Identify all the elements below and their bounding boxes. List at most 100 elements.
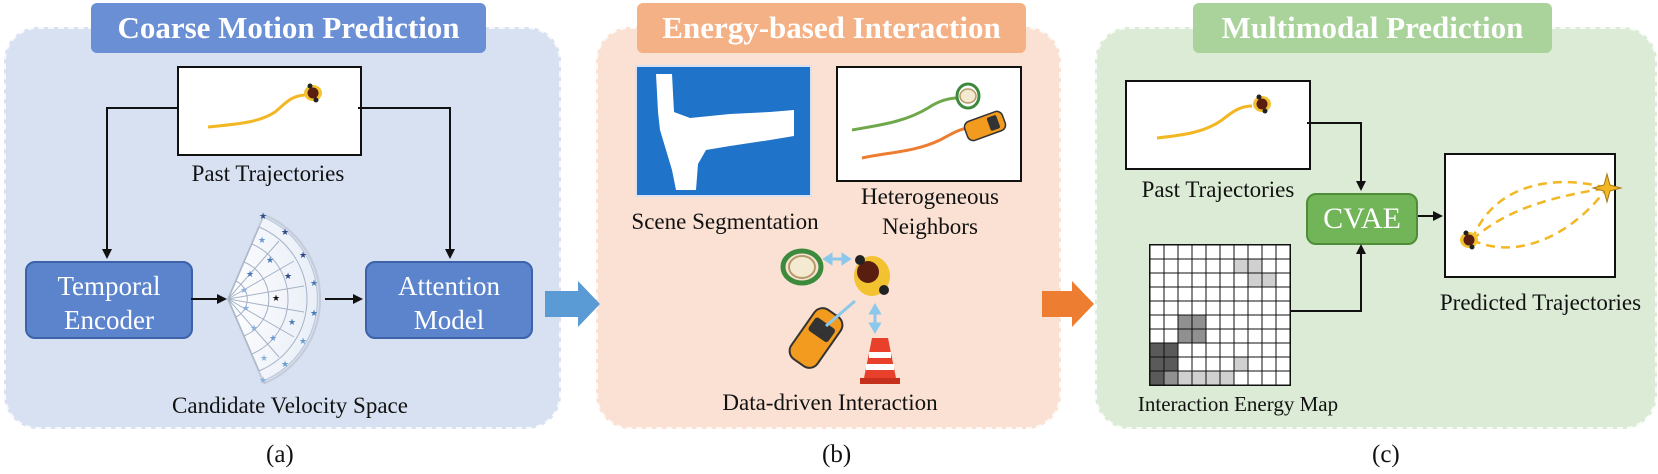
- title-coarse-motion: Coarse Motion Prediction: [91, 3, 486, 53]
- past-trajectories-label-c: Past Trajectories: [1141, 177, 1295, 202]
- temporal-encoder-line2: Encoder: [64, 305, 154, 335]
- energy-cell: [1219, 300, 1235, 316]
- energy-cell: [1205, 342, 1221, 358]
- energy-cell: [1275, 314, 1291, 330]
- energy-cell: [1275, 286, 1291, 302]
- attention-model-line2: Model: [413, 305, 485, 335]
- energy-cell: [1163, 244, 1179, 260]
- energy-cell: [1149, 328, 1165, 344]
- interaction-illustration: [780, 248, 900, 384]
- title-energy-interaction: Energy-based Interaction: [637, 3, 1026, 53]
- energy-cell: [1205, 356, 1221, 372]
- heterogeneous-label: Heterogeneous Neighbors: [840, 182, 1020, 242]
- attention-model-line1: Attention: [398, 271, 500, 301]
- energy-cell: [1233, 244, 1249, 260]
- svg-text:★: ★: [281, 359, 289, 369]
- energy-cell: [1177, 300, 1193, 316]
- energy-cell: [1191, 342, 1207, 358]
- energy-cell: [1261, 314, 1277, 330]
- energy-cell: [1261, 286, 1277, 302]
- energy-cell: [1191, 286, 1207, 302]
- energy-cell: [1163, 314, 1179, 330]
- energy-cell: [1191, 272, 1207, 288]
- temporal-encoder-box: Temporal Encoder: [25, 261, 193, 339]
- arrow-b-to-c: [1042, 281, 1094, 327]
- svg-text:★: ★: [250, 323, 258, 333]
- car-icon-small: [963, 110, 1007, 142]
- data-driven-label: Data-driven Interaction: [722, 390, 938, 415]
- energy-cell: [1247, 356, 1263, 372]
- energy-cell: [1219, 314, 1235, 330]
- predicted-trajectories-label: Predicted Trajectories: [1439, 290, 1642, 315]
- energy-cell: [1191, 328, 1207, 344]
- energy-cell: [1261, 258, 1277, 274]
- svg-text:★: ★: [266, 255, 274, 265]
- energy-cell: [1177, 314, 1193, 330]
- energy-cell: [1177, 244, 1193, 260]
- energy-cell: [1177, 286, 1193, 302]
- energy-cell: [1149, 244, 1165, 260]
- energy-cell: [1247, 314, 1263, 330]
- title-multimodal: Multimodal Prediction: [1193, 3, 1552, 53]
- energy-cell: [1191, 244, 1207, 260]
- neighbors-image: [851, 82, 1007, 160]
- energy-cell: [1205, 314, 1221, 330]
- energy-cell: [1233, 342, 1249, 358]
- candidate-velocity-label: Candidate Velocity Space: [172, 393, 408, 418]
- energy-cell: [1191, 356, 1207, 372]
- svg-text:★: ★: [269, 333, 277, 343]
- predicted-paths: [1460, 172, 1623, 250]
- energy-cell: [1261, 342, 1277, 358]
- scene-segmentation-image: [635, 65, 812, 197]
- energy-cell: [1163, 286, 1179, 302]
- energy-cell: [1177, 342, 1193, 358]
- energy-cell: [1275, 356, 1291, 372]
- predicted-frame: [1444, 153, 1616, 278]
- trajectory-a: [207, 93, 306, 129]
- energy-cell: [1149, 258, 1165, 274]
- energy-cell: [1177, 328, 1193, 344]
- energy-cell: [1247, 244, 1263, 260]
- caption-a: (a): [266, 441, 294, 468]
- energy-cell: [1261, 328, 1277, 344]
- energy-cell: [1275, 370, 1291, 386]
- svg-text:★: ★: [246, 269, 254, 279]
- energy-cell: [1149, 300, 1165, 316]
- energy-cell: [1177, 258, 1193, 274]
- energy-cell: [1247, 286, 1263, 302]
- arrow-past-to-cvae: [1307, 122, 1366, 191]
- energy-cell: [1247, 272, 1263, 288]
- pedestrian-icon-large: [854, 255, 890, 296]
- attention-model-box: Attention Model: [365, 261, 533, 339]
- energy-cell: [1261, 300, 1277, 316]
- energy-cell: [1233, 356, 1249, 372]
- arrow-past-to-attention: [358, 107, 455, 259]
- energy-cell: [1163, 356, 1179, 372]
- svg-text:★: ★: [310, 278, 318, 288]
- energy-cell: [1233, 370, 1249, 386]
- energy-cell: [1261, 370, 1277, 386]
- energy-cell: [1149, 356, 1165, 372]
- energy-cell: [1247, 342, 1263, 358]
- traffic-cone-icon: [860, 338, 900, 384]
- interaction-energy-map: [1149, 244, 1291, 386]
- energy-cell: [1275, 328, 1291, 344]
- energy-cell: [1219, 258, 1235, 274]
- energy-cell: [1275, 342, 1291, 358]
- cvae-box: CVAE: [1306, 193, 1418, 245]
- energy-cell: [1233, 328, 1249, 344]
- svg-text:★: ★: [281, 227, 289, 237]
- pedestrian-icon-a: [304, 83, 322, 103]
- energy-cell: [1233, 272, 1249, 288]
- svg-text:★: ★: [299, 336, 307, 346]
- past-trajectory-frame-c: [1125, 80, 1311, 170]
- cyclist-icon: [955, 82, 981, 110]
- energy-cell: [1163, 370, 1179, 386]
- energy-cell: [1149, 342, 1165, 358]
- energy-cell: [1205, 244, 1221, 260]
- cyclist-icon-large: [780, 248, 824, 286]
- energy-cell: [1149, 286, 1165, 302]
- energy-cell: [1205, 258, 1221, 274]
- past-trajectories-label-a: Past Trajectories: [191, 161, 345, 186]
